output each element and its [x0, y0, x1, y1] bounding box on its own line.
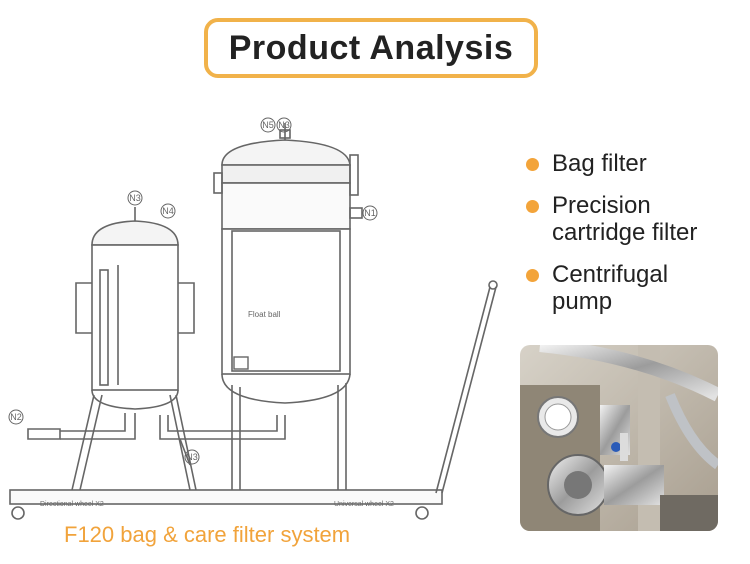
feature-bag-filter: Bag filter: [522, 150, 747, 177]
feature-precision-cartridge-filter: Precision cartridge filter: [522, 192, 747, 246]
svg-text:N5: N5: [262, 120, 274, 130]
svg-text:N3: N3: [278, 120, 290, 130]
float-ball-label: Float ball: [248, 310, 281, 319]
filter-system-drawing: N5 N3 N3 N4 N1 N2 N3 Float ball Directio…: [8, 117, 498, 520]
nozzle-label-n5: N5: [260, 117, 276, 133]
nozzle-label-n2: N2: [8, 409, 24, 425]
page-title: Product Analysis: [228, 28, 514, 67]
feature-centrifugal-pump: Centrifugal pump: [522, 261, 747, 315]
universal-wheel-label: Universal wheel X2: [334, 501, 394, 508]
title-bubble: Product Analysis: [204, 18, 538, 78]
nozzle-label-n4: N4: [160, 203, 176, 219]
feature-list: Bag filter Precision cartridge filter Ce…: [522, 150, 747, 330]
bullet-dot-icon: [526, 269, 539, 282]
nozzle-label-n3-left: N3: [127, 190, 143, 206]
svg-text:N1: N1: [364, 208, 376, 218]
svg-text:N3: N3: [129, 193, 141, 203]
svg-text:N4: N4: [162, 206, 174, 216]
bullet-dot-icon: [526, 200, 539, 213]
bullet-dot-icon: [526, 158, 539, 171]
nozzle-label-n1: N1: [362, 205, 378, 221]
system-caption: F120 bag & care filter system: [64, 522, 351, 547]
svg-text:N3: N3: [186, 452, 198, 462]
nozzle-label-n3-top: N3: [276, 117, 292, 133]
svg-text:N2: N2: [10, 412, 22, 422]
pump-photo: [520, 345, 718, 531]
directional-wheel-label: Directional wheel X2: [40, 501, 104, 508]
nozzle-label-n3-bottom: N3: [184, 449, 200, 465]
